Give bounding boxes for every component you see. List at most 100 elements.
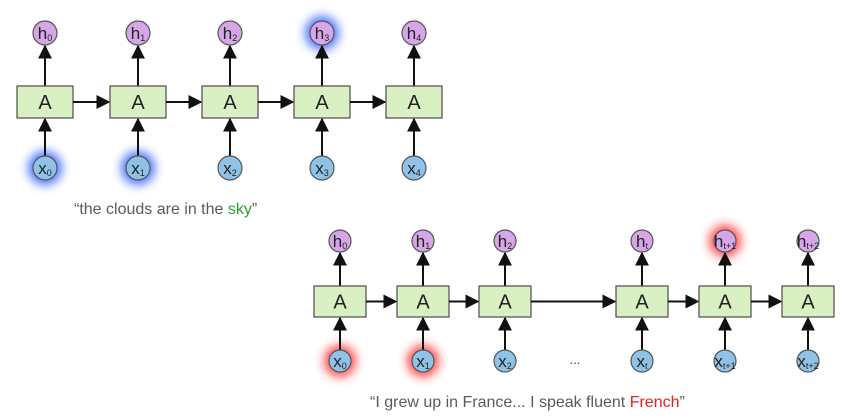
input-label-subscript: 0 <box>47 168 52 178</box>
hidden-state-label-base: h <box>131 24 140 43</box>
input-label: x0 <box>333 352 347 371</box>
hidden-state-label: h1 <box>416 232 430 251</box>
input-label-base: x <box>407 159 416 178</box>
hidden-state-label-base: h <box>714 232 723 251</box>
hidden-state-label-subscript: 2 <box>232 33 237 43</box>
rnn-cell-box <box>293 85 351 119</box>
hidden-state-label: h2 <box>223 24 237 43</box>
hidden-state-label-base: h <box>797 232 806 251</box>
input-label-subscript: 0 <box>342 361 347 371</box>
hidden-state-node <box>328 229 352 253</box>
hidden-state-label-subscript: t+1 <box>723 241 736 251</box>
rnn-cell-label: A <box>315 92 329 114</box>
input-label: xt <box>636 352 648 371</box>
input-node <box>125 155 151 181</box>
rnn-cell-box <box>313 285 367 318</box>
rnn-cell-box <box>16 85 74 119</box>
hidden-state-label-subscript: 3 <box>324 33 329 43</box>
rnn-cell-label: A <box>131 92 145 114</box>
hidden-state-node <box>493 229 517 253</box>
input-node <box>630 349 654 373</box>
sequence-ellipsis: ... <box>570 352 581 367</box>
input-label: x3 <box>315 159 329 178</box>
hidden-state-node <box>32 20 58 46</box>
input-label: x2 <box>223 159 237 178</box>
rnn-unit: Ah0 x0 <box>313 229 367 377</box>
hidden-state-label: h1 <box>131 24 145 43</box>
hidden-state-label-base: h <box>407 24 416 43</box>
top-caption-suffix: ” <box>251 201 258 218</box>
input-label: x0 <box>38 159 52 178</box>
input-label-base: x <box>223 159 232 178</box>
rnn-cell-label: A <box>333 292 347 314</box>
hidden-state-node <box>309 20 335 46</box>
input-label-base: x <box>38 159 47 178</box>
bottom-caption-highlight: French <box>629 394 680 411</box>
input-node <box>713 349 737 373</box>
hidden-state-label-subscript: t <box>645 241 648 251</box>
input-node <box>796 349 820 373</box>
input-label-subscript: 1 <box>425 361 430 371</box>
hidden-state-label-subscript: 1 <box>425 241 430 251</box>
hidden-state-label: h0 <box>333 232 347 251</box>
hidden-state-label-subscript: 1 <box>140 33 145 43</box>
rnn-cell-box <box>781 285 835 318</box>
hidden-state-label-subscript: 0 <box>47 33 52 43</box>
hidden-state-label-base: h <box>498 232 507 251</box>
hidden-state-label: ht <box>636 232 648 251</box>
input-label: x2 <box>498 352 512 371</box>
hidden-state-label: h2 <box>498 232 512 251</box>
hidden-state-node <box>411 229 435 253</box>
input-label-subscript: 2 <box>232 168 237 178</box>
input-label: x1 <box>131 159 145 178</box>
hidden-state-node <box>796 229 820 253</box>
hidden-state-label: ht+2 <box>797 232 819 251</box>
rnn-cell-label: A <box>407 92 421 114</box>
input-label-subscript: 2 <box>507 361 512 371</box>
input-node <box>328 349 352 373</box>
hidden-state-label-base: h <box>38 24 47 43</box>
bottom-caption: “I grew up in France... I speak fluent F… <box>370 394 685 412</box>
input-node <box>411 349 435 373</box>
bottom-caption-prefix: “I grew up in France... I speak fluent <box>370 394 630 411</box>
top-caption: “the clouds are in the sky” <box>74 201 257 219</box>
input-label-subscript: 4 <box>416 168 421 178</box>
hidden-state-node <box>217 20 243 46</box>
input-label-subscript: 3 <box>324 168 329 178</box>
rnn-unit: Aht+1xt+1 <box>698 225 752 373</box>
input-node <box>32 155 58 181</box>
input-label-base: x <box>636 352 645 371</box>
hidden-state-label-subscript: 4 <box>416 33 421 43</box>
rnn-cell-box <box>109 85 167 119</box>
rnn-cell-label: A <box>635 292 649 314</box>
hidden-state-node <box>125 20 151 46</box>
rnn-cell-label: A <box>38 92 52 114</box>
input-label-subscript: 1 <box>140 168 145 178</box>
hidden-state-label-base: h <box>315 24 324 43</box>
hidden-state-label: h4 <box>407 24 421 43</box>
input-label-base: x <box>498 352 507 371</box>
input-label-base: x <box>714 352 723 371</box>
rnn-cell-label: A <box>223 92 237 114</box>
input-label: xt+2 <box>797 352 818 371</box>
hidden-state-label-subscript: 0 <box>342 241 347 251</box>
input-node <box>217 155 243 181</box>
input-node <box>493 349 517 373</box>
input-label-base: x <box>416 352 425 371</box>
rnn-cell-label: A <box>498 292 512 314</box>
input-label-base: x <box>797 352 806 371</box>
hidden-state-label-base: h <box>223 24 232 43</box>
input-label-subscript: t+2 <box>806 361 819 371</box>
top-caption-prefix: “the clouds are in the <box>74 201 228 218</box>
input-node <box>309 155 335 181</box>
hidden-state-label-subscript: 2 <box>507 241 512 251</box>
hidden-state-node <box>401 20 427 46</box>
rnn-cell-label: A <box>718 292 732 314</box>
hidden-state-label-subscript: t+2 <box>806 241 819 251</box>
rnn-cell-box <box>385 85 443 119</box>
